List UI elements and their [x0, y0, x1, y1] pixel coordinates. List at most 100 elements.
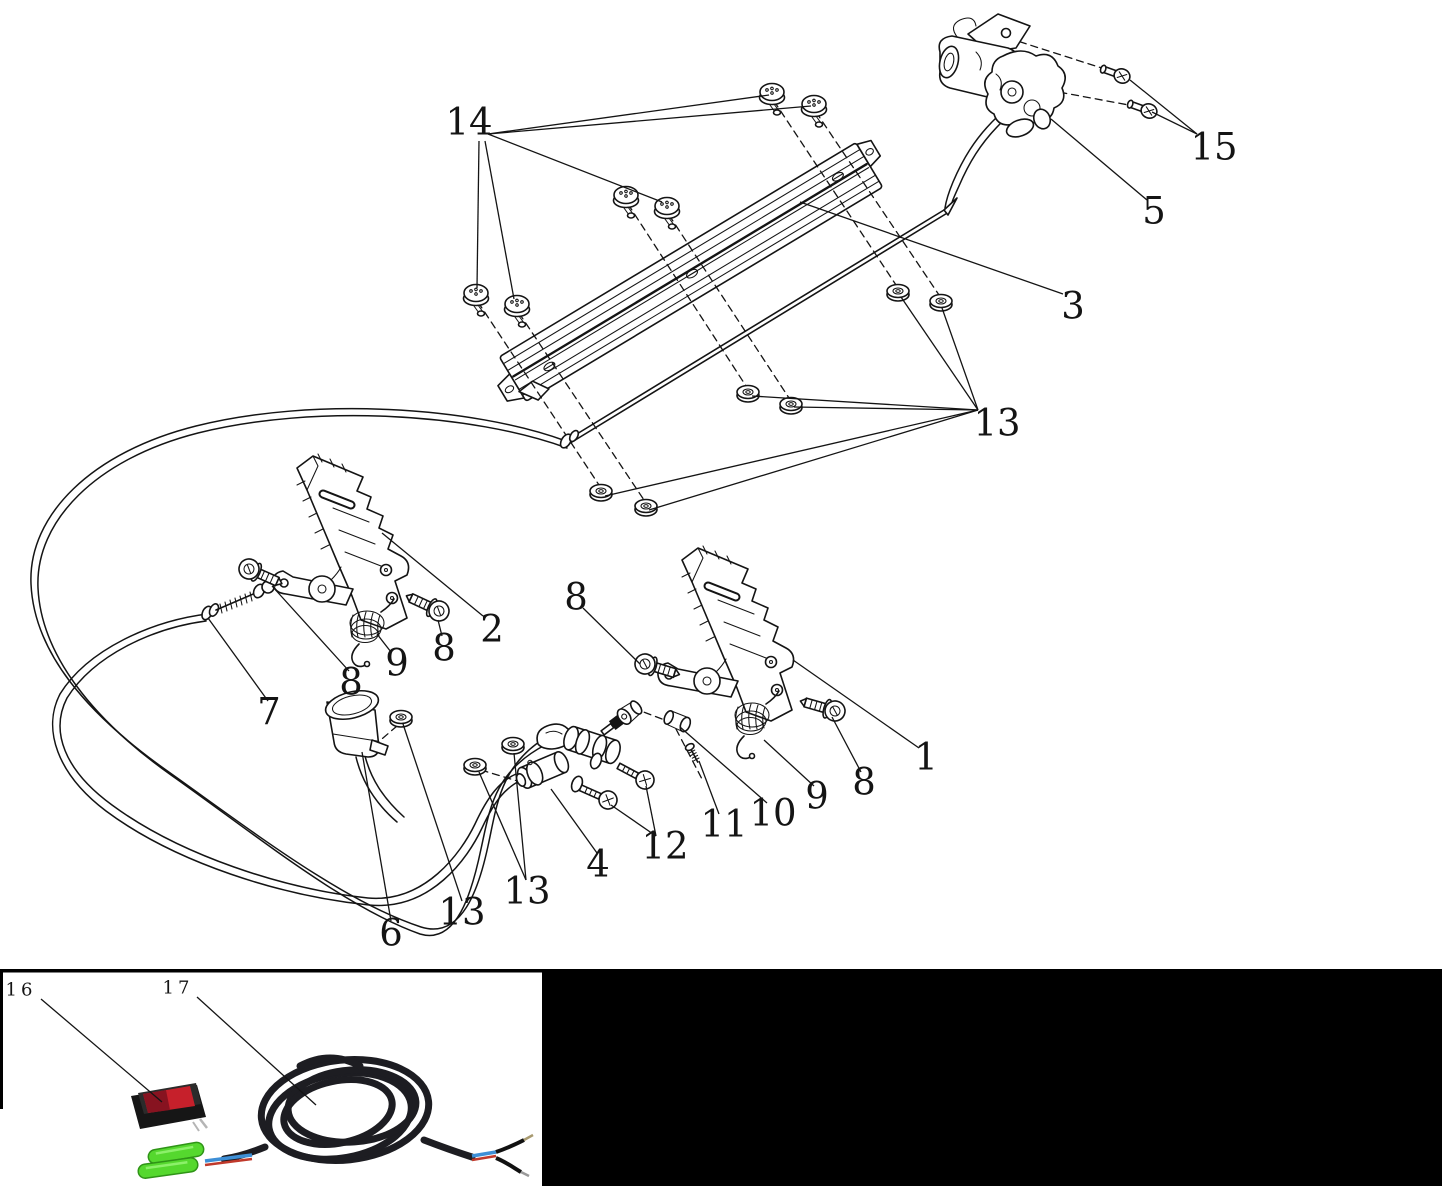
part-number-label: 2	[480, 608, 504, 651]
leader-line	[582, 607, 641, 665]
leader-line	[763, 739, 815, 787]
leader-line	[645, 785, 657, 837]
leader-line	[484, 140, 515, 300]
part-number-label: 13	[503, 870, 550, 913]
part-callout-7: 7	[207, 617, 281, 734]
part-callout-9: 9	[763, 739, 829, 818]
part-number-label: 8	[564, 576, 588, 619]
part-callout-13: 13	[478, 752, 551, 913]
leader-line	[381, 532, 484, 617]
rocker-switch	[131, 1083, 208, 1132]
leader-line	[402, 723, 463, 902]
leader-line	[478, 771, 527, 881]
part-callout-17: 17	[163, 978, 317, 1106]
part-number-label: 5	[1142, 190, 1166, 233]
leader-line	[196, 996, 317, 1106]
part-number-label: 8	[432, 627, 456, 670]
part-number-label: 3	[1061, 285, 1085, 328]
part-callout-8: 8	[271, 585, 363, 704]
leader-line	[40, 998, 163, 1103]
part-callout-11: 11	[698, 760, 748, 846]
leader-line	[698, 760, 720, 815]
leader-line	[792, 659, 920, 749]
part-callout-2: 2	[381, 532, 504, 651]
green-connectors	[137, 1141, 205, 1179]
part-number-label: 13	[973, 402, 1020, 445]
part-number-label: 1	[914, 736, 938, 779]
part-number-label: 7	[257, 691, 281, 734]
part-number-label: 11	[700, 803, 747, 846]
leader-line	[271, 585, 350, 672]
set-screw-11	[684, 742, 700, 763]
leader-line	[487, 105, 812, 135]
leader-line	[1050, 118, 1148, 201]
part-callout-12: 12	[610, 785, 689, 868]
brake-rod	[559, 197, 958, 449]
part-callout-13: 13	[402, 723, 486, 934]
inset-panel	[0, 969, 1442, 1186]
part-callout-16: 16	[6, 980, 163, 1103]
leader-line	[831, 716, 862, 773]
part-number-label: 17	[163, 978, 194, 999]
inset-left-border	[0, 969, 3, 1109]
leader-line	[513, 752, 527, 881]
leader-line	[679, 726, 768, 804]
part-callout-9: 9	[376, 633, 409, 685]
leader-line	[799, 201, 1064, 295]
part-number-label: 6	[379, 912, 403, 955]
part-number-label: 14	[445, 101, 492, 144]
leader-line	[1129, 79, 1198, 135]
part-callout-8: 8	[432, 619, 456, 670]
mounting-screws-15	[1097, 60, 1160, 122]
leader-line	[207, 617, 269, 702]
leader-line	[437, 619, 443, 637]
leader-line	[487, 133, 663, 203]
part-callout-5: 5	[1050, 118, 1166, 233]
part-number-label: 9	[385, 642, 409, 685]
valve-assembly	[515, 700, 643, 793]
leader-line	[793, 406, 979, 411]
part-number-label: 16	[6, 980, 37, 1001]
part-number-label: 13	[438, 891, 485, 934]
part-callout-15: 15	[1129, 79, 1238, 169]
part-number-label: 15	[1190, 126, 1237, 169]
wiring-harness	[137, 1054, 534, 1179]
part-number-label: 8	[339, 661, 363, 704]
leader-line	[476, 140, 480, 289]
leader-line	[604, 409, 979, 497]
part-number-label: 8	[852, 761, 876, 804]
leader-line	[550, 788, 598, 854]
leader-line	[610, 804, 657, 837]
part-number-label: 9	[805, 775, 829, 818]
leader-line	[941, 307, 979, 411]
leader-line	[487, 94, 770, 135]
part-number-label: 10	[749, 792, 796, 835]
part-callout-8: 8	[831, 716, 876, 804]
clevis-pin-10	[663, 710, 692, 733]
part-callout-4: 4	[550, 788, 610, 886]
part-number-label: 4	[586, 843, 610, 886]
part-callout-14: 14	[445, 94, 812, 300]
part-callout-1: 1	[792, 659, 938, 779]
pedal-bracket-left	[273, 454, 409, 668]
leader-line	[900, 296, 979, 411]
rubber-boot-cap	[324, 689, 405, 823]
brake-cable-outer-loop	[30, 407, 568, 937]
part-callout-3: 3	[799, 201, 1085, 328]
leader-line	[361, 751, 392, 922]
cable-adjuster	[201, 580, 285, 621]
black-panel	[542, 969, 1442, 1186]
brake-cable-inner-loop	[52, 613, 522, 907]
leader-line	[751, 395, 979, 411]
master-cylinder-hose	[944, 116, 1004, 212]
pedal-bracket-right	[658, 546, 794, 760]
pan-head-screws-12	[576, 757, 658, 813]
flange-nuts-13	[389, 283, 953, 776]
part-number-label: 12	[641, 825, 688, 868]
mounting-plate	[497, 139, 883, 402]
master-cylinder	[938, 13, 1066, 138]
leader-line	[648, 409, 979, 511]
